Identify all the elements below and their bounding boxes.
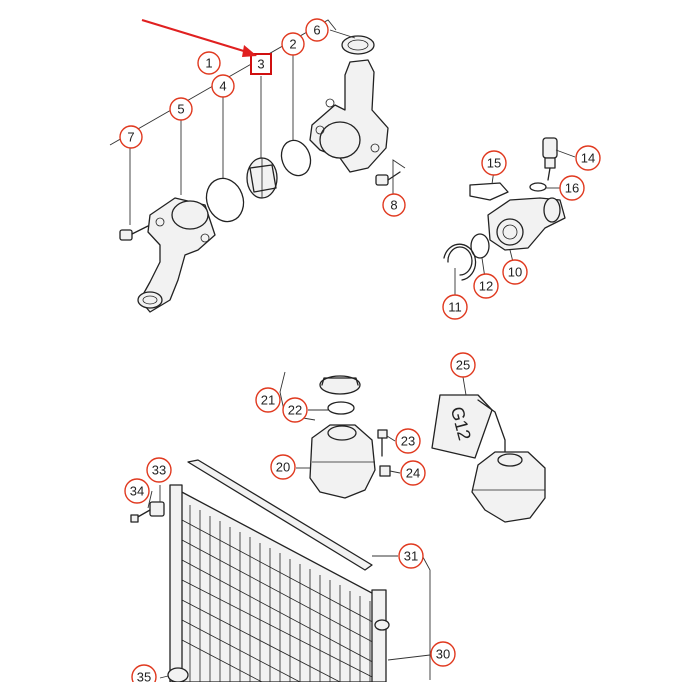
drain-plug-part-35 <box>167 667 189 682</box>
callout-14: 14 <box>575 145 601 171</box>
callout-3-highlighted: 3 <box>250 53 272 75</box>
bolt-part-34 <box>130 509 151 523</box>
svg-text:20: 20 <box>276 460 290 475</box>
bracket-part-33 <box>149 501 165 517</box>
callout-11: 11 <box>442 294 468 320</box>
svg-text:10: 10 <box>508 265 522 280</box>
callout-34: 34 <box>124 478 150 504</box>
callout-5: 5 <box>169 97 193 121</box>
svg-text:7: 7 <box>127 130 134 145</box>
bolt-part-7 <box>119 225 149 241</box>
coolant-bottle-part-25: G12 <box>431 394 506 459</box>
temperature-sensor-part-14 <box>542 137 558 181</box>
callouts: 1 2 3 4 5 6 7 8 10 11 12 14 15 16 20 21 … <box>119 18 601 682</box>
sensor-flange-assembly <box>487 197 566 251</box>
callout-12: 12 <box>473 273 499 299</box>
gasket-part-2 <box>280 139 312 177</box>
svg-text:12: 12 <box>479 279 493 294</box>
svg-text:21: 21 <box>261 393 275 408</box>
callout-33: 33 <box>146 457 172 483</box>
callout-20: 20 <box>270 454 296 480</box>
bolt-part-8 <box>375 171 401 186</box>
seal-ring-part-22 <box>327 401 355 415</box>
svg-text:24: 24 <box>406 466 420 481</box>
svg-text:14: 14 <box>581 151 595 166</box>
gasket-part-15 <box>469 182 509 201</box>
svg-text:2: 2 <box>289 37 296 52</box>
callout-30: 30 <box>430 641 456 667</box>
thermostat-housing <box>309 35 389 173</box>
callout-10: 10 <box>502 259 528 285</box>
callout-8: 8 <box>382 193 406 217</box>
expansion-tank-second <box>471 451 546 523</box>
callout-31: 31 <box>398 543 424 569</box>
o-ring-part-4 <box>205 177 245 223</box>
callout-21: 21 <box>255 387 281 413</box>
clip-part-24 <box>379 465 391 477</box>
thermostat-part-3 <box>246 157 278 199</box>
svg-text:15: 15 <box>487 156 501 171</box>
svg-text:4: 4 <box>219 79 226 94</box>
svg-text:8: 8 <box>390 198 397 213</box>
seal-part-16 <box>529 182 547 192</box>
callout-24: 24 <box>400 460 426 486</box>
svg-text:25: 25 <box>456 358 470 373</box>
callout-15: 15 <box>481 150 507 176</box>
expansion-tank-part-20 <box>309 424 376 499</box>
svg-text:33: 33 <box>152 463 166 478</box>
clip-part-11 <box>443 243 477 281</box>
svg-text:11: 11 <box>448 300 462 315</box>
callout-7: 7 <box>119 125 143 149</box>
coolant-flange-pipe <box>137 197 216 313</box>
callout-4: 4 <box>211 74 235 98</box>
callout-2: 2 <box>281 32 305 56</box>
callout-35: 35 <box>131 664 157 682</box>
callout-22: 22 <box>282 397 308 423</box>
svg-text:30: 30 <box>436 647 450 662</box>
svg-text:16: 16 <box>565 181 579 196</box>
callout-16: 16 <box>559 175 585 201</box>
svg-text:22: 22 <box>288 403 302 418</box>
callout-6: 6 <box>305 18 329 42</box>
bolt-part-23 <box>377 429 388 457</box>
svg-text:23: 23 <box>401 434 415 449</box>
callout-25: 25 <box>450 352 476 378</box>
highlight-arrow <box>141 18 257 57</box>
callout-1: 1 <box>197 51 221 75</box>
svg-text:34: 34 <box>130 484 144 499</box>
svg-text:31: 31 <box>404 549 418 564</box>
callout-23: 23 <box>395 428 421 454</box>
svg-text:6: 6 <box>313 23 320 38</box>
seal-strip-part-31 <box>187 459 373 571</box>
svg-text:5: 5 <box>177 102 184 117</box>
svg-text:1: 1 <box>205 56 212 71</box>
o-ring-part-12 <box>470 233 490 259</box>
radiator-fins <box>181 505 383 682</box>
svg-text:3: 3 <box>257 57 264 72</box>
expansion-tank-cap <box>319 375 361 395</box>
svg-text:35: 35 <box>137 670 151 682</box>
radiator-part-30 <box>169 484 390 682</box>
